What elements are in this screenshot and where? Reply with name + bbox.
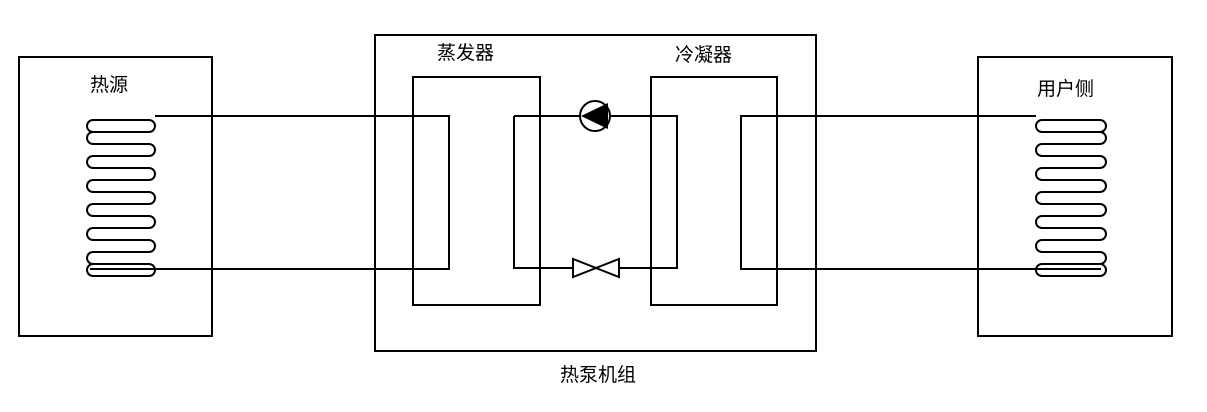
refrigerant-loop-pipe xyxy=(513,115,678,269)
condenser-box xyxy=(650,76,778,306)
heat-pump-unit-box xyxy=(374,34,817,352)
user-side-box xyxy=(977,56,1173,337)
pump-icon xyxy=(579,100,611,132)
user-side-coil xyxy=(1035,119,1107,277)
condenser-label: 冷凝器 xyxy=(675,44,733,66)
heat-pump-unit-label: 热泵机组 xyxy=(560,364,637,386)
source-loop-pipe xyxy=(90,115,450,270)
evaporator-box xyxy=(412,76,541,306)
expansion-valve-icon xyxy=(572,257,620,279)
evaporator-label: 蒸发器 xyxy=(437,42,495,64)
user-side-label: 用户侧 xyxy=(1037,78,1095,100)
heat-source-label: 热源 xyxy=(90,74,129,96)
heat-source-box xyxy=(18,56,213,337)
user-side-coil-end xyxy=(1099,119,1107,133)
user-loop-pipe xyxy=(740,115,1101,270)
heat-source-coil xyxy=(86,119,156,277)
heat-source-coil-end xyxy=(86,119,94,133)
